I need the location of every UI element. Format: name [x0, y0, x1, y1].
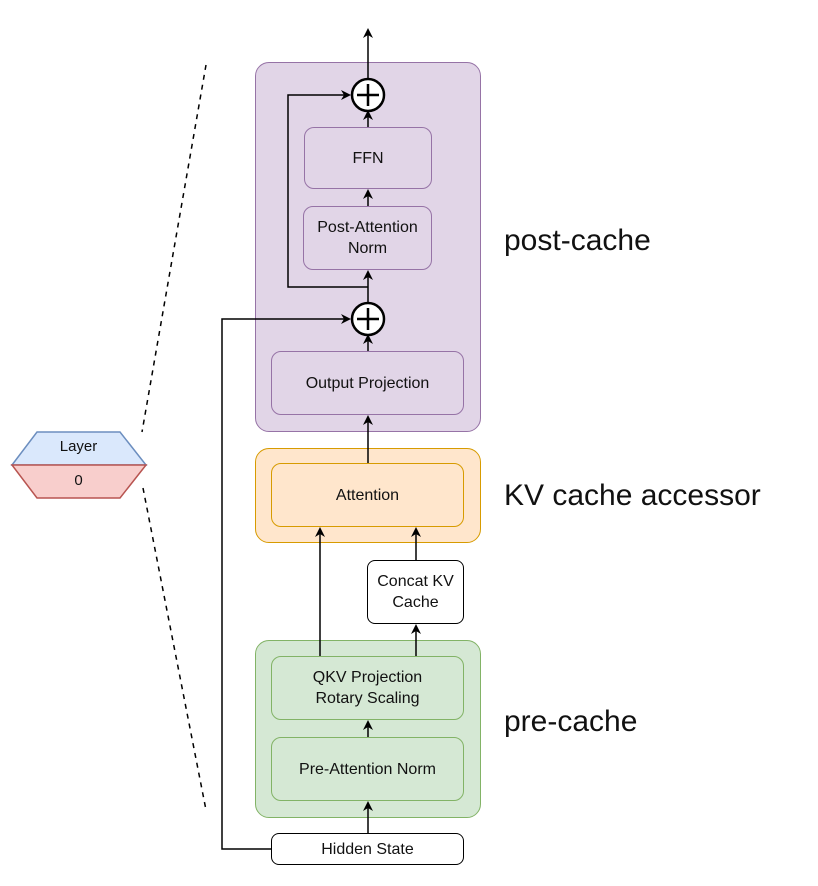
residual-hidden-to-sum1 — [221, 314, 351, 850]
hidden-state-label: Hidden State — [321, 840, 414, 858]
post-cache-section-label: post-cache — [504, 224, 651, 257]
pre-attention-norm-label: Pre-Attention Norm — [299, 760, 436, 778]
ffn-label: FFN — [352, 149, 384, 167]
concat-kv-cache-label-line2: Cache — [392, 594, 439, 611]
sum-node-residual-2 — [350, 77, 386, 113]
qkv-projection-label-line1: QKV Projection — [312, 669, 423, 686]
output-projection-node: Output Projection — [271, 351, 464, 415]
attention-label: Attention — [335, 486, 400, 504]
attention-node: Attention — [271, 463, 464, 527]
qkv-projection-label-line2: Rotary Scaling — [315, 690, 420, 707]
concat-kv-cache-node: Concat KV Cache — [367, 560, 464, 624]
pre-cache-section-label: pre-cache — [504, 705, 638, 738]
qkv-projection-node: QKV Projection Rotary Scaling — [271, 656, 464, 720]
sum-node-residual-1 — [350, 301, 386, 337]
kv-cache-accessor-section-label: KV cache accessor — [504, 479, 761, 512]
concat-kv-cache-label-line1: Concat KV — [377, 573, 454, 590]
layer-badge-label: Layer — [59, 438, 98, 455]
post-attention-norm-label-line2: Norm — [347, 240, 388, 257]
zoom-line-top — [141, 64, 207, 433]
output-projection-label: Output Projection — [305, 374, 430, 392]
residual-sum1-to-sum2 — [287, 90, 368, 288]
hidden-state-node: Hidden State — [271, 833, 464, 865]
pre-attention-norm-node: Pre-Attention Norm — [271, 737, 464, 801]
ffn-node: FFN — [304, 127, 432, 189]
post-attention-norm-label-line1: Post-Attention — [317, 219, 418, 236]
post-attention-norm-node: Post-Attention Norm — [303, 206, 432, 270]
layer-badge-index: 0 — [74, 472, 83, 489]
layer-badge — [10, 431, 148, 499]
zoom-line-bottom — [142, 487, 207, 811]
